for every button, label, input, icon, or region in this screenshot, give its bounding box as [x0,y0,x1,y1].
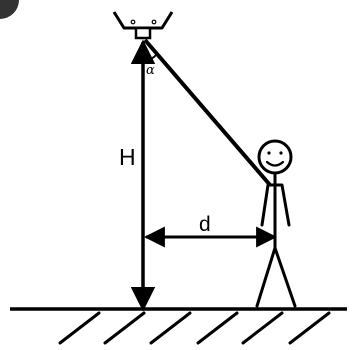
angle-arc [142,54,157,60]
distance-label: d [199,213,211,236]
corner-badge [0,0,19,19]
ceiling-lamp-icon [112,11,174,40]
angle-label: α [146,63,155,78]
stick-figure-icon [255,139,297,308]
light-ray-line [143,38,272,187]
ground-hatching [58,311,331,345]
height-label: H [119,144,136,170]
